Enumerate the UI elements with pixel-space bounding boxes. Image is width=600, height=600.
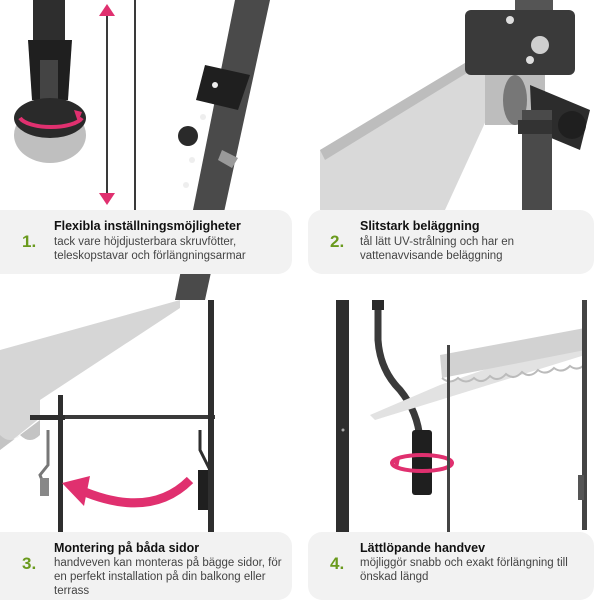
bracket-closeup-image xyxy=(320,0,590,210)
mounting-sides-image xyxy=(0,300,215,600)
feature-number: 3. xyxy=(22,554,37,573)
feature-title: Montering på båda sidor xyxy=(54,541,200,555)
feature-panel-4: 4. Lättlöpande handvev möjliggör snabb o… xyxy=(300,300,600,600)
feature-description: möjliggör snabb och exakt förlängning ti… xyxy=(360,557,568,583)
feature-number: 2. xyxy=(330,232,345,251)
feature-description: tack vare höjdjusterbara skruvfötter, te… xyxy=(54,236,246,262)
feature-caption: 1. Flexibla inställningsmöjligheter tack… xyxy=(0,210,292,274)
feature-title: Slitstark beläggning xyxy=(360,219,480,233)
feature-caption: 4. Lättlöpande handvev möjliggör snabb o… xyxy=(308,532,594,600)
feature-title: Flexibla inställningsmöjligheter xyxy=(54,219,241,233)
feature-number: 1. xyxy=(22,232,37,251)
feature-panel-3: 3. Montering på båda sidor handveven kan… xyxy=(0,300,300,600)
feature-panel-1: 1. Flexibla inställningsmöjligheter tack… xyxy=(0,0,300,300)
feature-title: Lättlöpande handvev xyxy=(360,541,486,555)
feature-caption: 3. Montering på båda sidor handveven kan… xyxy=(0,532,292,600)
feature-caption: 2. Slitstark beläggning tål lätt UV-strå… xyxy=(308,210,594,274)
feature-panel-2: 2. Slitstark beläggning tål lätt UV-strå… xyxy=(300,0,600,300)
feature-number: 4. xyxy=(330,554,345,573)
feature-description: tål lätt UV-strålning och har en vattena… xyxy=(360,236,515,262)
feature-description: handveven kan monteras på bägge sidor, f… xyxy=(54,557,282,597)
hand-crank-image xyxy=(336,300,587,600)
